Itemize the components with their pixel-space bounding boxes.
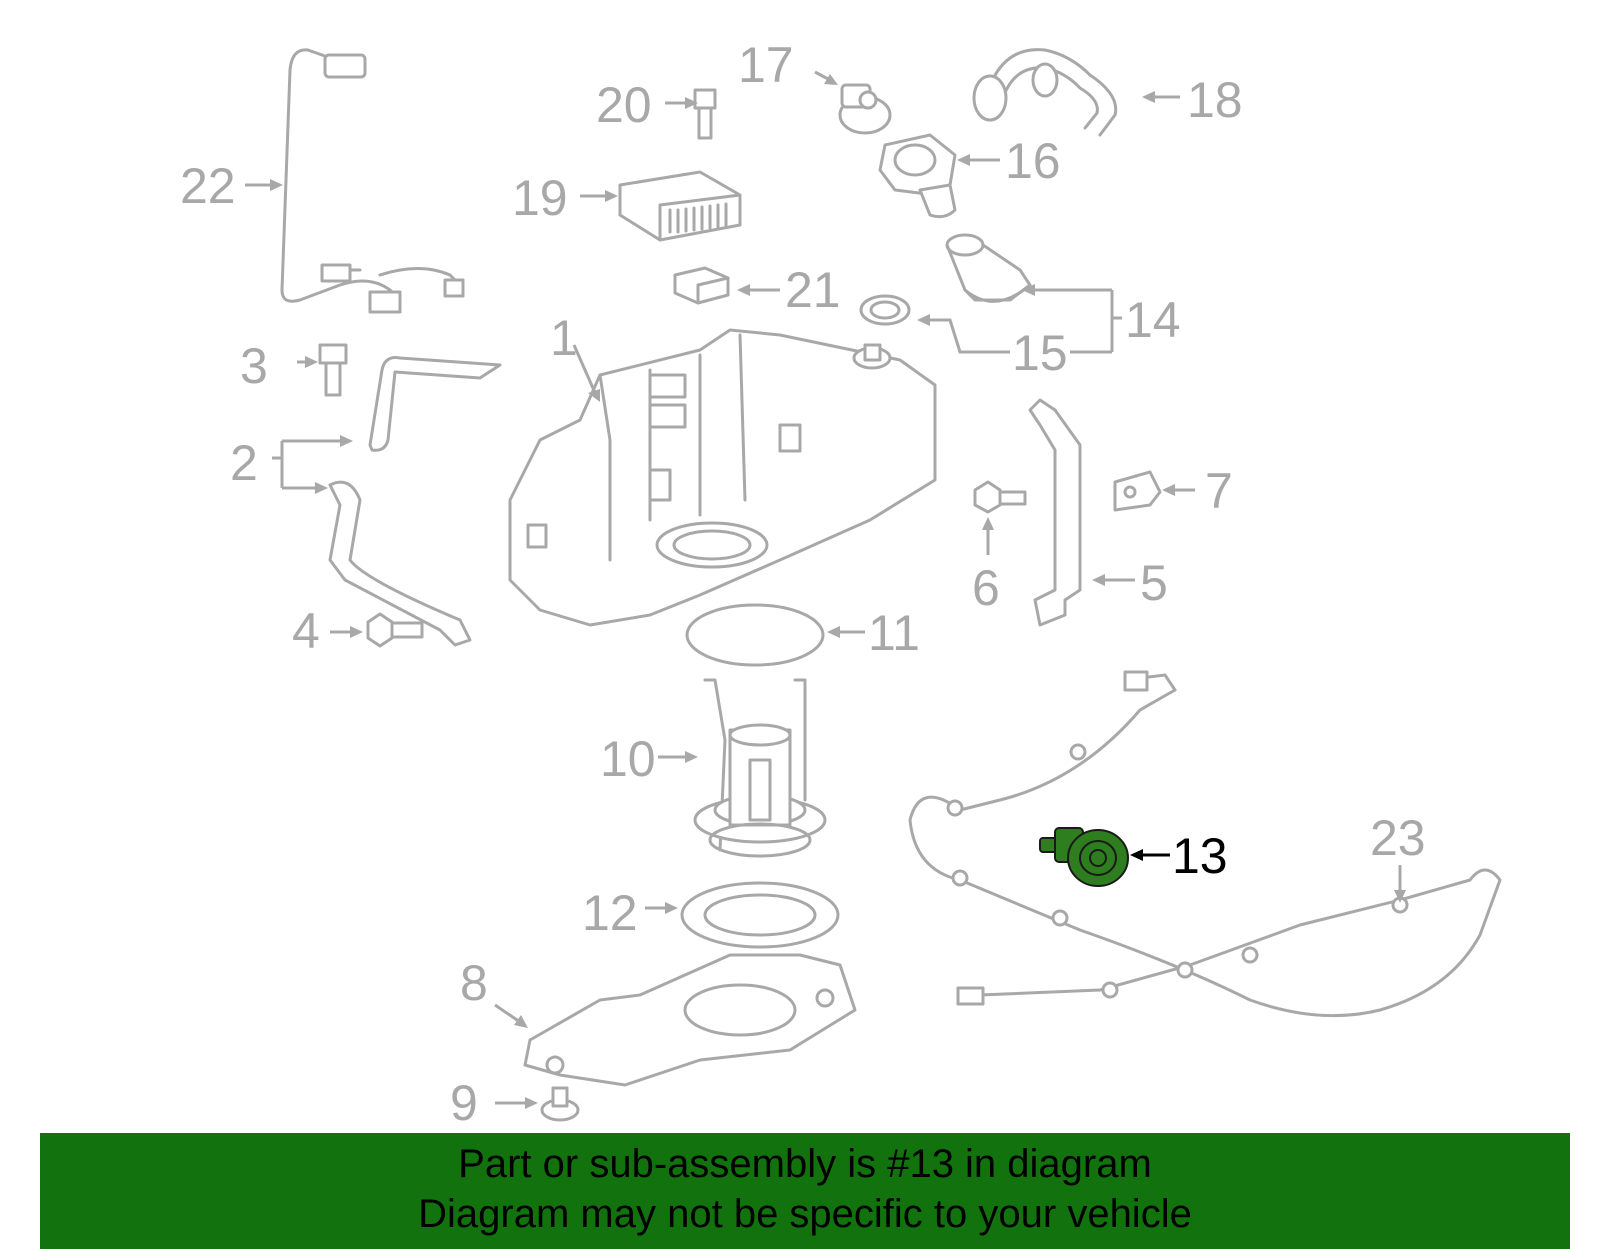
label-5: 5: [1140, 555, 1168, 611]
callout-labels: 1 2 3 4 5 6 7 8 9 10 11 12 13 14 15 16 1…: [180, 37, 1426, 1130]
label-17: 17: [738, 37, 794, 93]
label-1: 1: [550, 310, 578, 366]
part-13-sensor[interactable]: [1039, 827, 1129, 887]
label-14: 14: [1125, 292, 1181, 348]
part-12-lock-ring[interactable]: [680, 881, 840, 949]
label-12: 12: [582, 885, 638, 941]
label-13: 13: [1172, 828, 1228, 884]
part-15-clamp[interactable]: [859, 294, 911, 326]
label-22: 22: [180, 158, 236, 214]
label-23: 23: [1370, 810, 1426, 866]
part-16-filler-housing[interactable]: [878, 133, 957, 219]
part-14-filler-pipe[interactable]: [945, 233, 1032, 303]
label-9: 9: [450, 1075, 478, 1130]
label-3: 3: [240, 338, 268, 394]
label-10: 10: [600, 731, 656, 787]
part-4-bolt[interactable]: [366, 612, 424, 648]
label-7: 7: [1205, 463, 1233, 519]
part-5-bracket[interactable]: [1028, 398, 1082, 627]
part-6-bolt[interactable]: [973, 480, 1027, 514]
part-11-seal[interactable]: [685, 603, 825, 667]
part-1-fuel-tank[interactable]: [508, 328, 937, 627]
label-20: 20: [596, 77, 652, 133]
part-2-tank-straps[interactable]: [328, 356, 502, 647]
parts-diagram: 1 2 3 4 5 6 7 8 9 10 11 12 13 14 15 16 1…: [180, 37, 1502, 1130]
label-4: 4: [292, 603, 320, 659]
part-10-fuel-pump[interactable]: [693, 678, 827, 858]
part-18-vent-hose[interactable]: [972, 48, 1118, 137]
label-21: 21: [785, 262, 841, 318]
banner-line-part-number: Part or sub-assembly is #13 in diagram: [458, 1142, 1152, 1186]
label-18: 18: [1187, 72, 1243, 128]
part-20-bolt[interactable]: [693, 88, 717, 140]
info-banner: Part or sub-assembly is #13 in diagram D…: [40, 1133, 1570, 1249]
part-8-shield[interactable]: [523, 953, 857, 1087]
label-16: 16: [1005, 133, 1061, 189]
label-11: 11: [868, 605, 920, 661]
label-8: 8: [460, 955, 488, 1011]
part-9-nut[interactable]: [540, 1086, 580, 1122]
part-19-control-module[interactable]: [618, 170, 742, 242]
part-21-insulator[interactable]: [673, 266, 730, 305]
label-19: 19: [512, 170, 568, 226]
part-22-wiring-harness[interactable]: [280, 48, 465, 314]
label-6: 6: [972, 560, 1000, 616]
part-3-bolt[interactable]: [318, 343, 348, 397]
part-23-wiring-harness[interactable]: [908, 670, 1502, 1018]
banner-line-disclaimer: Diagram may not be specific to your vehi…: [418, 1192, 1192, 1236]
part-7-clip[interactable]: [1113, 470, 1162, 512]
label-2: 2: [230, 435, 258, 491]
callout-arrows: [245, 70, 1406, 1109]
part-17-valve[interactable]: [838, 83, 892, 135]
label-15: 15: [1012, 325, 1068, 381]
